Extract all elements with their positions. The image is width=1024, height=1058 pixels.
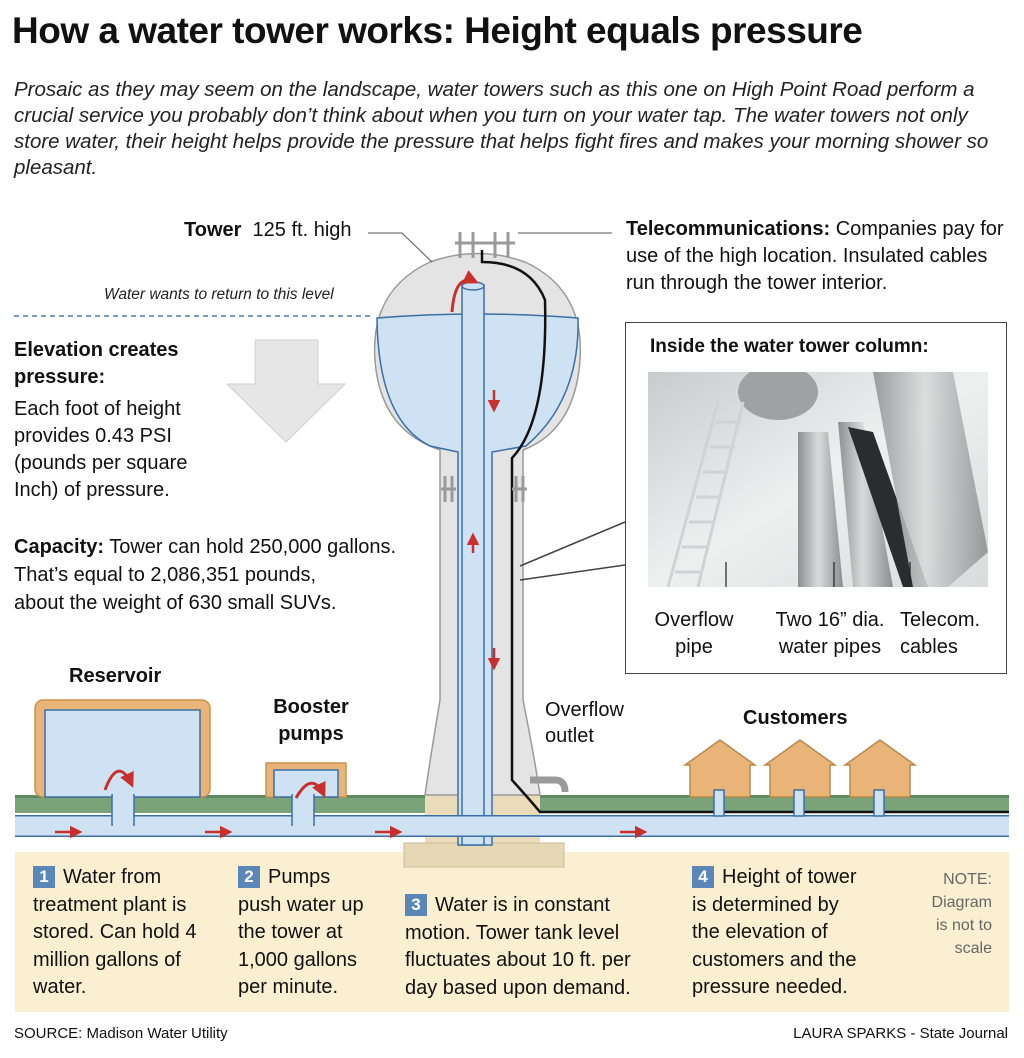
telecom-cables-label: Telecom.cables	[900, 609, 981, 658]
inset-title: Inside the water tower column:	[650, 336, 929, 357]
telecom-text: Telecommunications: Companies pay for us…	[626, 218, 1004, 294]
water-pipes-label: Two 16” dia.water pipes	[775, 609, 885, 658]
bottom-panel	[15, 852, 1009, 1012]
water-level-note: Water wants to return to this level	[104, 286, 334, 303]
capacity-text: Capacity: Tower can hold 250,000 gallons…	[14, 536, 397, 614]
tower-top-arrow-icon	[450, 270, 479, 313]
page-title: How a water tower works: Height equals p…	[12, 10, 863, 51]
source-credit: SOURCE: Madison Water Utility	[14, 1025, 228, 1042]
antenna-icon	[455, 232, 515, 258]
step-badge: 3	[405, 894, 427, 916]
step-badge: 4	[692, 866, 714, 888]
elevation-heading: Elevation creates pressure:	[14, 339, 179, 388]
step-badge: 1	[33, 866, 55, 888]
step-badge: 2	[238, 866, 260, 888]
tower-foundation	[403, 842, 565, 868]
column-photo	[648, 372, 988, 587]
byline: LAURA SPARKS - State Journal	[793, 1025, 1008, 1042]
scale-note: NOTE: Diagram is not to scale	[931, 871, 992, 957]
pump-arrow-icon	[294, 780, 326, 799]
overflow-outlet-pipe	[530, 776, 569, 793]
house-icon	[682, 739, 918, 798]
reservoir-arrow-icon	[103, 769, 134, 791]
elevation-text: Each foot of height provides 0.43 PSI (p…	[14, 398, 188, 501]
reservoir-label: Reservoir	[69, 665, 162, 687]
telecom-cable	[480, 250, 1009, 814]
riser-pipe	[461, 284, 485, 846]
tower-label: Tower 125 ft. high	[184, 219, 352, 241]
intro-text: Prosaic as they may seem on the landscap…	[14, 78, 989, 179]
side-antenna-icon	[441, 476, 527, 502]
pressure-arrow-icon	[225, 339, 347, 443]
customers-label: Customers	[743, 707, 848, 729]
